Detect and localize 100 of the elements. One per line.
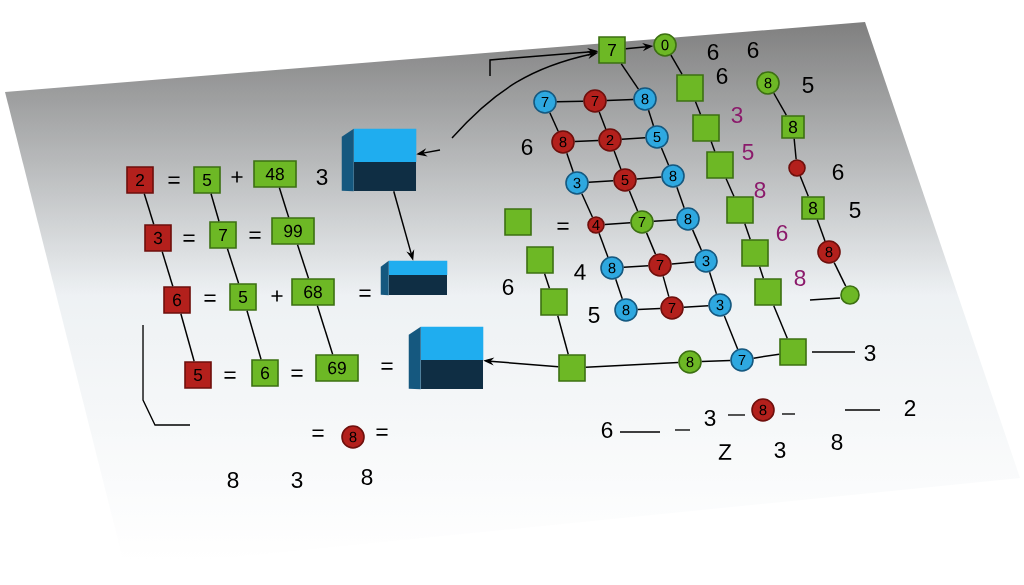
connector-line [585,361,679,369]
equals-sign: = [376,428,388,436]
connector-line [708,271,718,295]
number-label: 8 [227,471,239,489]
number-disc: 7 [583,89,607,113]
connector-line [621,137,646,140]
connector-line [691,229,703,251]
connector-line [543,273,551,289]
tile [540,288,568,316]
connector-line [723,315,739,350]
tile [779,338,807,366]
equals-sign: = [168,176,180,184]
connector-line [296,244,310,279]
number-label: 6 [832,163,844,181]
connector-line [574,139,599,143]
connector-line [662,275,670,298]
number-label: 5 [802,77,814,93]
cube [341,128,417,192]
number-tile: 7 [598,36,626,64]
number-label: 8 [754,181,766,199]
equals-sign: = [183,234,195,242]
connector-line [566,152,574,173]
number-label: 6 [502,278,514,296]
number-label: 8 [794,269,806,287]
connector-line [636,176,662,180]
number-tile: 68 [291,278,335,306]
connector-line [701,359,731,363]
number-disc: 7 [648,253,672,277]
connector-line [833,261,847,287]
number-tile: 8 [801,196,825,220]
number-disc: 5 [645,125,669,149]
number-label: Z [718,444,732,460]
disc [788,159,806,177]
connector-line [615,278,623,300]
tile [741,239,769,267]
connector-line [161,251,174,287]
connector-line [752,353,780,359]
number-label: 3 [704,409,716,427]
connector-line [628,190,639,212]
equals-sign: = [224,371,236,379]
connector-line [210,193,220,222]
cube [408,326,484,390]
number-label: 6 [521,138,533,156]
number-disc: 2 [598,128,622,152]
connector-line [816,219,826,242]
tile [676,74,704,102]
equals-sign: = [381,362,393,370]
number-disc: 8 [817,240,841,264]
number-label: 8 [831,433,843,451]
tile [706,151,734,179]
connector-line [180,313,195,362]
equals-sign: = [359,289,371,297]
connector-line [549,112,559,132]
number-tile: 48 [253,160,297,188]
number-tile: 69 [315,354,359,382]
number-disc: 4 [587,216,605,234]
connector-line [694,101,702,115]
connector-line [246,310,262,360]
connector-line [623,265,649,268]
number-label: 3 [731,106,743,124]
connector-line [793,138,797,160]
connector-line [670,54,683,75]
number-tile: 5 [193,166,221,194]
tile [504,208,532,236]
plus-sign: + [231,171,243,183]
tile [692,114,720,142]
connector-line [660,147,670,166]
number-label: 8 [361,468,373,486]
number-label: 6 [601,421,613,439]
connector-line [637,307,661,311]
number-label: 5 [588,307,600,323]
connector-line [588,180,614,183]
cuboid [380,260,448,296]
connector-line [773,92,788,116]
connector-line [613,150,622,170]
number-disc: 3 [708,293,732,317]
number-disc: 8 [341,425,365,449]
connector-line [671,261,695,265]
connector-line [316,305,334,355]
connector-line [556,100,584,103]
tile [558,354,586,382]
number-tile: 2 [126,166,154,194]
number-label: 6 [747,41,759,59]
equals-sign: = [291,369,303,377]
number-tile: 5 [229,283,257,311]
number-tile: 6 [163,286,191,314]
number-disc: 7 [533,90,557,114]
number-label: 6 [707,43,719,61]
connector-line [799,175,809,197]
equals-sign: = [204,294,216,302]
number-label: 5 [742,144,754,160]
connector-line [143,193,155,225]
connector-line [758,266,765,279]
connector-line [683,305,709,308]
number-disc: 7 [730,348,754,372]
number-disc: 5 [613,168,637,192]
connector-line [598,232,609,258]
number-label: 3 [291,471,303,489]
connector-line [606,98,634,102]
connector-line [647,109,655,127]
